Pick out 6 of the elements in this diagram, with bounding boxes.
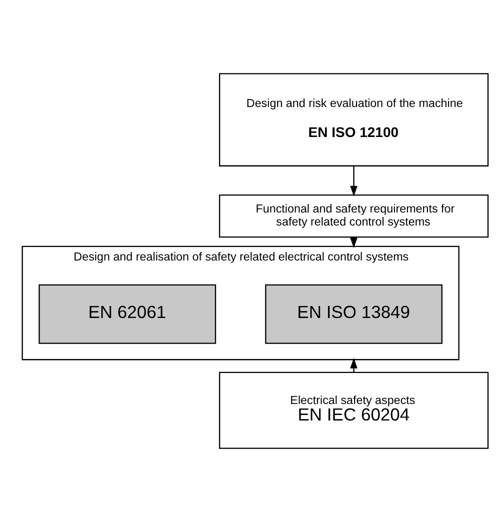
arrow <box>350 166 358 196</box>
node-box: Design and risk evaluation of the machine EN ISO 12100 <box>218 72 489 166</box>
node-box: EN 62061 <box>38 284 216 344</box>
node-box: EN ISO 13849 <box>265 284 442 344</box>
arrow <box>350 357 358 372</box>
node-box: Electrical safety aspects EN IEC 60204 <box>218 371 489 448</box>
